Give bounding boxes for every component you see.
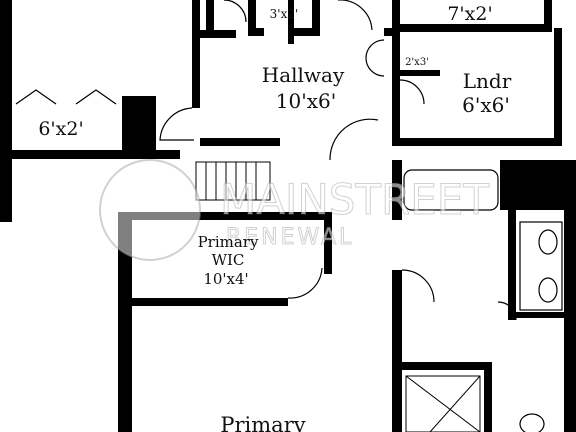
doors	[15, 0, 517, 321]
shower	[405, 375, 481, 432]
watermark-logo-icon	[99, 159, 201, 261]
double-vanity	[519, 221, 563, 311]
door-lndr	[399, 79, 425, 105]
door-hallway-left	[159, 107, 194, 141]
label-wic-line2: WIC	[212, 251, 245, 269]
label-primary-bedroom: Primary	[220, 413, 305, 432]
watermark-line1: MAINSTREET	[220, 175, 489, 224]
watermark-line2: RENEWAL	[226, 225, 354, 250]
door-hallway-right	[329, 118, 379, 161]
label-wic-size: 10'x4'	[203, 270, 248, 288]
label-laundry-size: 6'x6'	[462, 93, 510, 117]
label-wic-line1: Primary	[198, 233, 259, 251]
door-wic	[287, 267, 323, 299]
label-hallway-name: Hallway	[262, 63, 345, 87]
stairs	[195, 161, 271, 201]
fixtures	[195, 161, 563, 432]
door-2x3	[365, 39, 385, 77]
watermark: MAINSTREET RENEWAL	[99, 159, 490, 261]
toilet	[519, 413, 545, 432]
label-hallway-size: 10'x6'	[276, 89, 336, 113]
door-closet-top	[223, 0, 247, 23]
label-left-closet: 6'x2'	[38, 118, 83, 140]
bifold-door-left	[15, 89, 57, 105]
door-top-right	[338, 0, 373, 31]
door-toilet	[497, 301, 517, 321]
label-laundry-name: Lndr	[463, 69, 512, 93]
label-closet-small: 2'x3'	[405, 57, 429, 68]
bifold-door-right	[75, 89, 117, 105]
bathtub	[403, 169, 499, 211]
room-labels: 3'x2' 7'x2' 2'x3' Hallway 10'x6' Lndr 6'…	[38, 3, 511, 432]
label-storage-top-right: 7'x2'	[447, 3, 492, 25]
door-bath	[401, 269, 435, 303]
label-closet-top: 3'x2'	[270, 7, 299, 21]
